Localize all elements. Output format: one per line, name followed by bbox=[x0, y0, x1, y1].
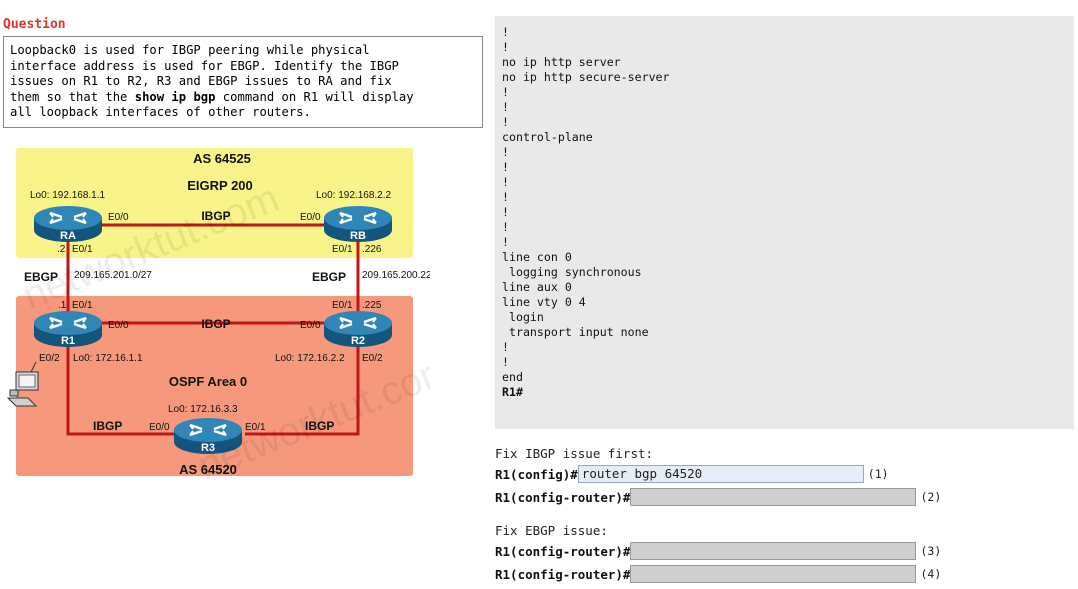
r1-host-label: .1 bbox=[58, 300, 67, 311]
console-line: transport input none bbox=[502, 325, 649, 339]
ibgp-row-2: R1(config-router)# (2) bbox=[495, 487, 941, 507]
rb-loopback-label: Lo0: 192.168.2.2 bbox=[316, 190, 392, 201]
console-line bbox=[502, 16, 670, 25]
ebgp-command-field-1[interactable] bbox=[630, 542, 917, 560]
question-line-1: Loopback0 is used for IBGP peering while… bbox=[10, 43, 370, 57]
console-line: ! bbox=[502, 115, 509, 129]
ra-r1-ebgp-label: EBGP bbox=[24, 270, 58, 284]
links bbox=[66, 223, 360, 436]
ebgp-row-2-prompt: R1(config-router)# bbox=[495, 566, 631, 582]
console-prompt: R1# bbox=[502, 385, 523, 399]
console-line: no ip http server bbox=[502, 55, 621, 69]
r3-loopback-label: Lo0: 172.16.3.3 bbox=[168, 404, 238, 415]
console-line: line con 0 bbox=[502, 250, 572, 264]
pc-icon bbox=[6, 371, 39, 407]
question-line-4: them so that the show ip bgp command on … bbox=[10, 90, 476, 106]
r1-loopback-label: Lo0: 172.16.1.1 bbox=[73, 353, 143, 364]
ibgp-row-1-prompt: R1(config)# bbox=[495, 466, 578, 482]
console-line: ! bbox=[502, 145, 509, 159]
ibgp-row-2-prompt: R1(config-router)# bbox=[495, 489, 631, 505]
ebgp-row-1-prompt: R1(config-router)# bbox=[495, 543, 631, 559]
ra-e01-label: E0/1 bbox=[72, 244, 93, 255]
console-line: no ip http secure-server bbox=[502, 70, 670, 84]
r3-e01-label: E0/1 bbox=[245, 422, 266, 433]
ebgp-row-1-number: (3) bbox=[920, 544, 942, 558]
question-line-3: issues on R1 to R2, R3 and EBGP issues t… bbox=[10, 74, 392, 88]
question-line-5: all loopback interfaces of other routers… bbox=[10, 105, 311, 119]
console-line: end bbox=[502, 370, 523, 384]
console-line: ! bbox=[502, 25, 509, 39]
console-line: ! bbox=[502, 100, 509, 114]
as-64525-zone bbox=[16, 148, 413, 258]
console-line: line aux 0 bbox=[502, 280, 572, 294]
console-line: ! bbox=[502, 160, 509, 174]
network-topology-diagram: AS 64525 EIGRP 200 Lo0: 192.168.1.1 Lo0:… bbox=[6, 148, 430, 485]
rb-e00-label: E0/0 bbox=[300, 212, 321, 223]
ra-host-label: .2 bbox=[57, 244, 66, 255]
ibgp-command-field-1[interactable]: router bgp 64520 bbox=[577, 465, 864, 483]
as-64520-zone bbox=[16, 296, 413, 476]
console-line: ! bbox=[502, 190, 509, 204]
console-line: control-plane bbox=[502, 130, 593, 144]
ibgp-row-1-number: (1) bbox=[867, 467, 889, 481]
r1-r3-ibgp-label: IBGP bbox=[93, 419, 122, 433]
show-ip-bgp-command: show ip bgp bbox=[134, 89, 216, 104]
r2-e00-label: E0/0 bbox=[300, 320, 321, 331]
rb-host-label: .226 bbox=[362, 244, 382, 255]
ebgp-row-2-number: (4) bbox=[920, 567, 942, 581]
rb-r2-ebgp-label: EBGP bbox=[312, 270, 346, 284]
r3-e00-label: E0/0 bbox=[149, 422, 170, 433]
console-line: ! bbox=[502, 220, 509, 234]
right-subnet-label: 209.165.200.224/27 bbox=[362, 270, 430, 281]
ebgp-section-title: Fix EBGP issue: bbox=[495, 523, 608, 538]
rb-e01-label: E0/1 bbox=[332, 244, 353, 255]
router-r2-label: R2 bbox=[351, 335, 365, 347]
console-line: logging synchronous bbox=[502, 265, 642, 279]
router-r1-label: R1 bbox=[61, 335, 75, 347]
ebgp-command-field-2[interactable] bbox=[630, 565, 917, 583]
console-line: ! bbox=[502, 355, 509, 369]
r1-r2-ibgp-label: IBGP bbox=[201, 317, 230, 331]
question-line-4-head: them so that the bbox=[10, 89, 135, 104]
r1-e02-label: E0/2 bbox=[39, 353, 60, 364]
ibgp-command-field-2[interactable] bbox=[630, 488, 917, 506]
question-line-4-tail: command on R1 will display bbox=[215, 89, 414, 104]
r2-host-label: .225 bbox=[362, 300, 382, 311]
console-line: login bbox=[502, 310, 544, 324]
eigrp-label: EIGRP 200 bbox=[187, 178, 253, 193]
ebgp-row-2: R1(config-router)# (4) bbox=[495, 564, 941, 584]
ra-loopback-label: Lo0: 192.168.1.1 bbox=[30, 190, 106, 201]
question-label: Question bbox=[3, 17, 66, 32]
ebgp-row-1: R1(config-router)# (3) bbox=[495, 541, 941, 561]
r2-e01-label: E0/1 bbox=[332, 300, 353, 311]
question-text-box: Loopback0 is used for IBGP peering while… bbox=[3, 36, 483, 128]
console-line: ! bbox=[502, 175, 509, 189]
console-line: ! bbox=[502, 85, 509, 99]
question-line-2: interface address is used for EBGP. Iden… bbox=[10, 58, 399, 73]
console-line: ! bbox=[502, 40, 509, 54]
r1-e00-label: E0/0 bbox=[108, 320, 129, 331]
r1-e01-label: E0/1 bbox=[72, 300, 93, 311]
as-top-label: AS 64525 bbox=[193, 151, 251, 166]
console-line: ! bbox=[502, 235, 509, 249]
console-line: line vty 0 4 bbox=[502, 295, 586, 309]
as-bottom-label: AS 64520 bbox=[179, 462, 237, 477]
ibgp-row-2-number: (2) bbox=[920, 490, 942, 504]
console-line: ! bbox=[502, 205, 509, 219]
router-ra-label: RA bbox=[60, 230, 76, 242]
ospf-label: OSPF Area 0 bbox=[169, 374, 247, 389]
r2-loopback-label: Lo0: 172.16.2.2 bbox=[275, 353, 345, 364]
ibgp-row-1: R1(config)# router bgp 64520 (1) bbox=[495, 464, 889, 484]
console-line: ! bbox=[502, 340, 509, 354]
router-r3-label: R3 bbox=[201, 442, 215, 454]
ibgp-section-title: Fix IBGP issue first: bbox=[495, 446, 654, 461]
router-rb-label: RB bbox=[350, 230, 366, 242]
r2-e02-label: E0/2 bbox=[362, 353, 383, 364]
left-subnet-label: 209.165.201.0/27 bbox=[74, 270, 152, 281]
ra-rb-ibgp-label: IBGP bbox=[201, 209, 230, 223]
r3-r2-ibgp-label: IBGP bbox=[305, 419, 334, 433]
ra-e00-label: E0/0 bbox=[108, 212, 129, 223]
